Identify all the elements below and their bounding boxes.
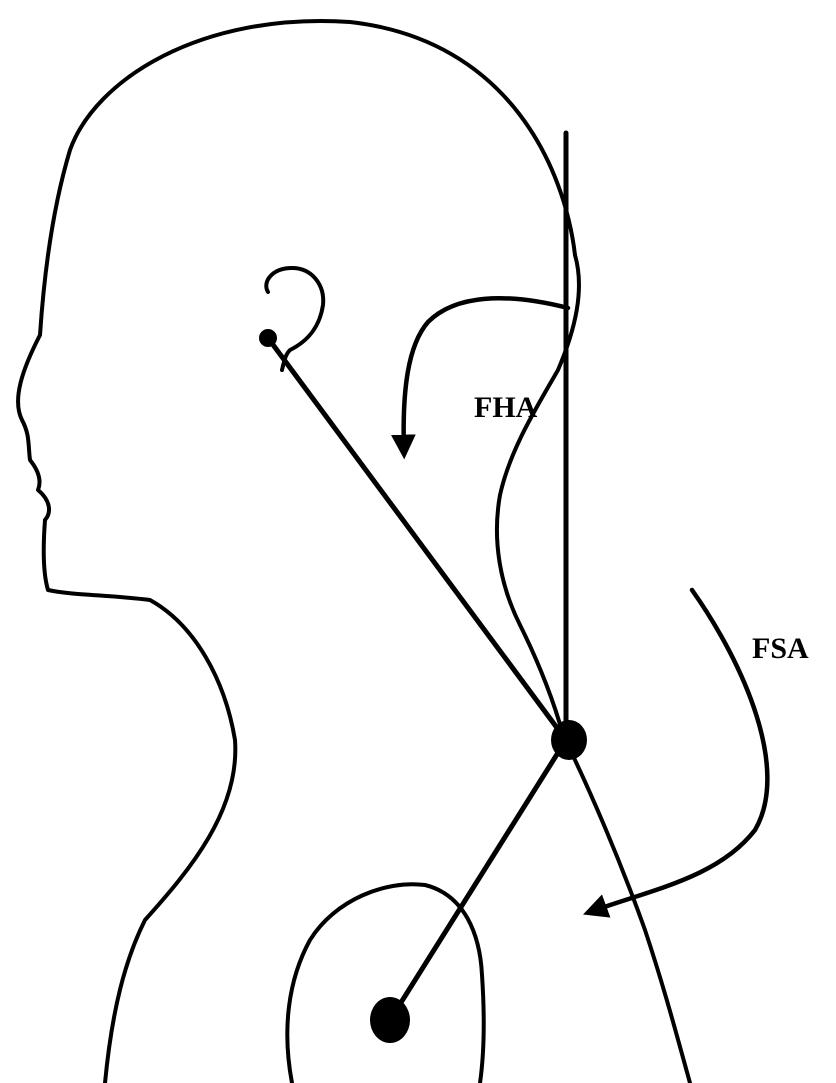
fsa-arc-arrow: [590, 590, 767, 912]
fha-arc-arrow: [404, 298, 568, 452]
ear-outline: [266, 268, 323, 370]
fha-label: FHA: [474, 391, 538, 424]
shoulder-marker: [370, 997, 410, 1043]
neck-back-outline: [497, 255, 690, 1083]
tragus-marker: [259, 329, 277, 347]
head-face-profile-outline: [18, 21, 575, 1083]
c7-marker: [551, 720, 587, 760]
fsa-label: FSA: [752, 632, 809, 665]
shoulder-c7-line: [390, 740, 566, 1020]
